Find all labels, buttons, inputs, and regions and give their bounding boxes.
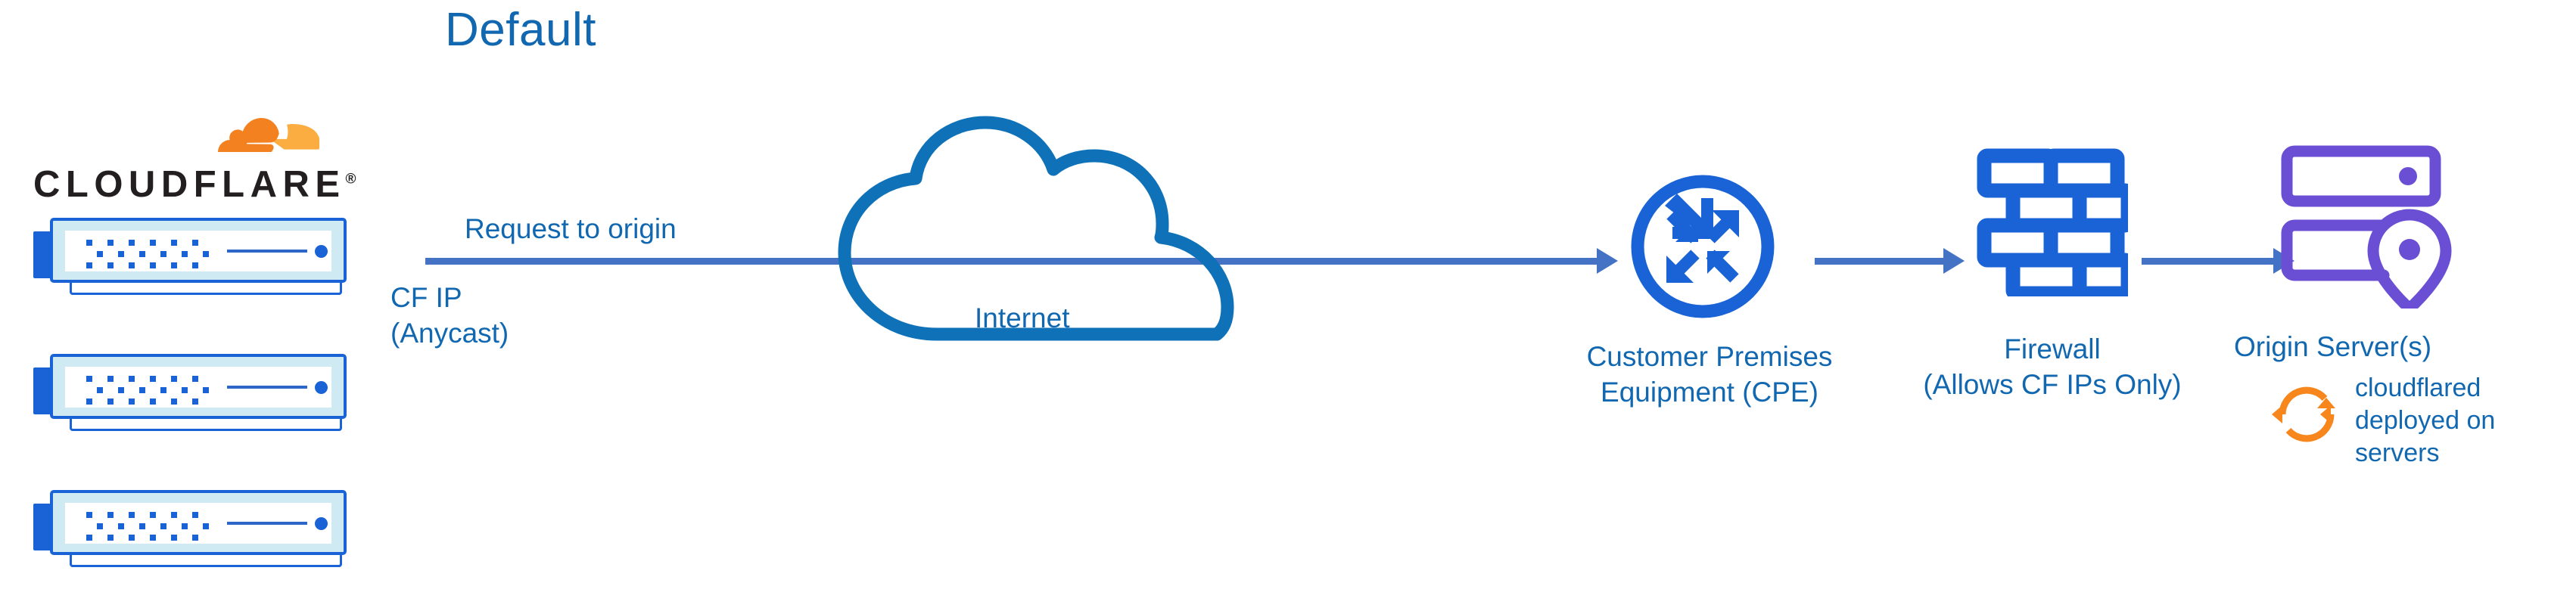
cloudflare-wordmark: CLOUDFLARE® (33, 163, 356, 206)
cloudflare-wordmark-text: CLOUDFLARE (33, 164, 346, 205)
cloudflared-note: cloudflared deployed on servers (2355, 372, 2544, 470)
arrow-head (1943, 248, 1965, 274)
cf-ip-line-2: (Anycast) (390, 318, 509, 349)
arrow-shaft (1815, 258, 1945, 265)
server-stack-pin-icon (2278, 142, 2467, 315)
rack-status-light (315, 381, 328, 394)
rack-status-line (227, 522, 307, 525)
rack-faceplate (65, 231, 331, 271)
rack-body (50, 218, 347, 283)
cloudflared-note-line-2: deployed on (2355, 406, 2496, 435)
cloudflared-note-line-1: cloudflared (2355, 374, 2481, 402)
arrow-cpe-to-firewall (1815, 248, 1965, 274)
server-rack-icon (33, 490, 347, 567)
server-rack-icon (33, 354, 347, 431)
origin-server-label: Origin Server(s) (2234, 331, 2432, 362)
rack-status-light (315, 517, 328, 530)
router-icon (1629, 172, 1777, 324)
rack-status-line (227, 250, 307, 253)
arrow-shaft (2142, 258, 2275, 265)
rack-body (50, 490, 347, 555)
rack-status-light (315, 245, 328, 258)
page-title: Default (445, 4, 596, 56)
server-rack-icon (33, 218, 347, 295)
cloudflare-cloud-logo-icon (182, 104, 320, 167)
sync-arrows-icon (2270, 378, 2343, 454)
cloudflare-brand: CLOUDFLARE® (33, 104, 356, 205)
cf-ip-line-1: CF IP (390, 282, 462, 313)
arrow-firewall-to-origin (2142, 248, 2294, 274)
rack-shelf (70, 283, 342, 295)
cpe-label: Customer Premises Equipment (CPE) (1550, 339, 1869, 410)
brick-wall-icon (1977, 148, 2136, 301)
registered-trademark-symbol: ® (345, 171, 356, 188)
cpe-label-line-1: Customer Premises (1586, 341, 1833, 372)
rack-shelf (70, 555, 342, 567)
cloud-outline-icon (823, 115, 1249, 346)
request-to-origin-label: Request to origin (465, 213, 677, 244)
rack-shelf (70, 419, 342, 431)
arrow-shaft (425, 258, 1598, 265)
arrow-edge-to-cpe (425, 248, 1619, 274)
firewall-label-line-1: Firewall (2004, 333, 2101, 364)
cpe-label-line-2: Equipment (CPE) (1601, 377, 1818, 408)
rack-faceplate (65, 367, 331, 408)
firewall-label-line-2: (Allows CF IPs Only) (1923, 369, 2182, 400)
firewall-label: Firewall (Allows CF IPs Only) (1887, 331, 2217, 402)
cf-ip-label: CF IP (Anycast) (390, 280, 509, 351)
rack-body (50, 354, 347, 419)
arrow-head (1597, 248, 1618, 274)
rack-status-line (227, 386, 307, 389)
internet-label: Internet (975, 302, 1070, 333)
cloudflared-note-line-3: servers (2355, 439, 2440, 467)
rack-faceplate (65, 503, 331, 544)
